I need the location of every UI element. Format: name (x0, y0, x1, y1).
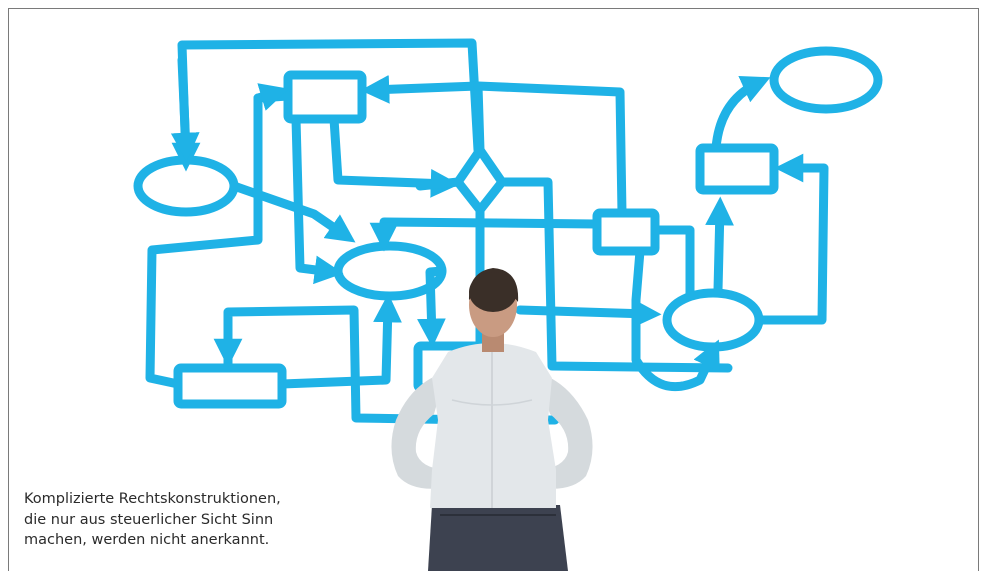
image-caption: Komplizierte Rechtskonstruktionen, die n… (24, 489, 354, 551)
flowchart-box-top (283, 70, 367, 124)
flowchart-ellipse-top-right (769, 46, 883, 114)
flowchart-ellipse-right (662, 288, 764, 352)
frame-border-left (8, 8, 9, 571)
man-facing-chart-icon (391, 268, 593, 571)
flowchart-box-right (695, 143, 779, 195)
flowchart-box-bottom-left (173, 363, 287, 409)
flowchart-box-mid-right (592, 208, 660, 256)
frame-border-right (978, 8, 979, 571)
caption-line-1: Komplizierte Rechtskonstruktionen, (24, 491, 281, 507)
flowchart-diamond (453, 145, 507, 215)
flowchart-ellipse-left (133, 155, 239, 217)
caption-line-2: die nur aus steuerlicher Sicht Sinn (24, 511, 274, 528)
caption-line-3: machen, werden nicht anerkannt. (24, 532, 270, 548)
connector-top-loop (177, 38, 483, 165)
frame-border-top (8, 8, 979, 9)
